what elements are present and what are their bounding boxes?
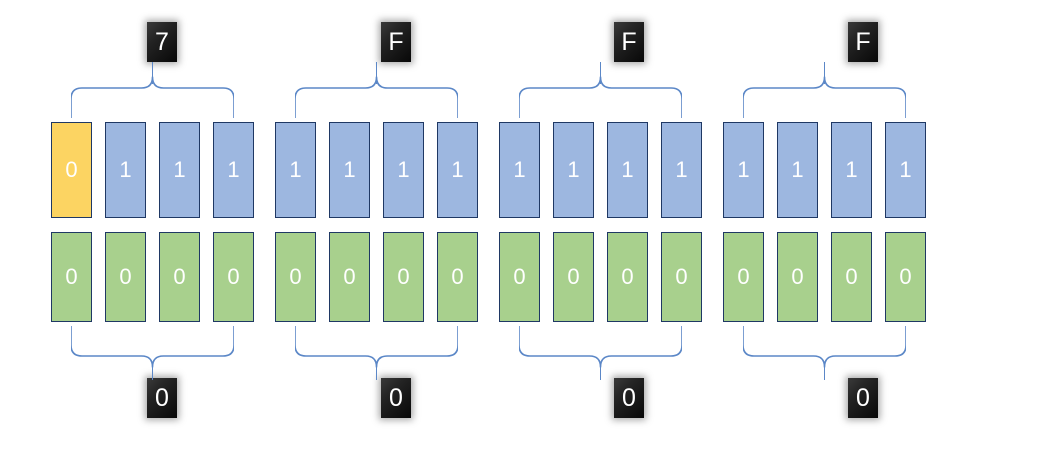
top-group-label-2: F (614, 22, 644, 62)
bottom-row-cell-14[interactable]: 0 (831, 232, 872, 322)
bottom-group-label-text-3: 0 (856, 383, 870, 412)
top-group-label-1: F (381, 22, 411, 62)
top-row-cell-value-3: 1 (227, 157, 240, 182)
bottom-group-label-text-2: 0 (622, 383, 636, 412)
bottom-brace-stem-0 (151, 364, 154, 380)
top-row-cell-value-15: 1 (899, 157, 912, 182)
top-group-label-0: 7 (147, 22, 177, 62)
top-row-cell-value-9: 1 (567, 157, 580, 182)
bottom-row-cell-3[interactable]: 0 (213, 232, 254, 322)
bottom-row-cell-value-5: 0 (343, 264, 356, 289)
top-row-cell-4[interactable]: 1 (275, 122, 316, 218)
bottom-row-cell-8[interactable]: 0 (499, 232, 540, 322)
top-brace-stem-1 (375, 62, 378, 84)
bottom-row-cell-value-7: 0 (451, 264, 464, 289)
bottom-brace-stem-1 (375, 364, 378, 380)
bottom-group-brace-1 (295, 326, 458, 368)
top-brace-stem-2 (599, 62, 602, 84)
bottom-brace-stem-2 (599, 364, 602, 380)
top-row-cell-value-0: 0 (65, 157, 78, 182)
bottom-row-cell-value-14: 0 (845, 264, 858, 289)
top-group-label-text-1: F (388, 27, 404, 56)
bottom-brace-stem-3 (823, 364, 826, 380)
bottom-row-cell-value-10: 0 (621, 264, 634, 289)
bottom-row-cell-9[interactable]: 0 (553, 232, 594, 322)
top-row-cell-8[interactable]: 1 (499, 122, 540, 218)
top-group-label-text-0: 7 (155, 27, 169, 56)
top-row-cell-value-5: 1 (343, 157, 356, 182)
bottom-row-cell-6[interactable]: 0 (383, 232, 424, 322)
bottom-row-cell-value-0: 0 (65, 264, 78, 289)
top-row-cell-value-7: 1 (451, 157, 464, 182)
bottom-row-cell-15[interactable]: 0 (885, 232, 926, 322)
top-brace-stem-3 (823, 62, 826, 84)
bottom-row-cell-0[interactable]: 0 (51, 232, 92, 322)
top-row-cell-value-2: 1 (173, 157, 186, 182)
top-row-cell-13[interactable]: 1 (777, 122, 818, 218)
bottom-row-cell-value-4: 0 (289, 264, 302, 289)
top-row-cell-14[interactable]: 1 (831, 122, 872, 218)
bottom-row-cell-value-6: 0 (397, 264, 410, 289)
top-row-cell-0[interactable]: 0 (51, 122, 92, 218)
top-row-cell-6[interactable]: 1 (383, 122, 424, 218)
bottom-row-cell-value-12: 0 (737, 264, 750, 289)
bottom-group-label-text-1: 0 (389, 383, 403, 412)
bottom-row-cell-value-2: 0 (173, 264, 186, 289)
top-row-cell-2[interactable]: 1 (159, 122, 200, 218)
bottom-group-label-3: 0 (848, 378, 878, 418)
bottom-group-label-2: 0 (614, 378, 644, 418)
bottom-group-brace-3 (743, 326, 906, 368)
top-row-cell-value-14: 1 (845, 157, 858, 182)
bottom-row-cell-4[interactable]: 0 (275, 232, 316, 322)
top-row-cell-value-13: 1 (791, 157, 804, 182)
top-row-cell-15[interactable]: 1 (885, 122, 926, 218)
top-row-cell-value-11: 1 (675, 157, 688, 182)
bottom-group-brace-0 (71, 326, 234, 368)
top-row-cell-11[interactable]: 1 (661, 122, 702, 218)
bottom-group-label-0: 0 (147, 378, 177, 418)
top-row-cell-value-1: 1 (119, 157, 132, 182)
bottom-row-cell-7[interactable]: 0 (437, 232, 478, 322)
top-row-cell-9[interactable]: 1 (553, 122, 594, 218)
top-row-cell-12[interactable]: 1 (723, 122, 764, 218)
top-group-label-text-3: F (855, 27, 871, 56)
top-row-cell-value-6: 1 (397, 157, 410, 182)
top-row-cell-5[interactable]: 1 (329, 122, 370, 218)
top-row-cell-1[interactable]: 1 (105, 122, 146, 218)
bottom-group-label-text-0: 0 (155, 383, 169, 412)
bottom-row-cell-value-13: 0 (791, 264, 804, 289)
bottom-row-cell-value-3: 0 (227, 264, 240, 289)
bottom-row-cell-1[interactable]: 0 (105, 232, 146, 322)
top-row-cell-value-8: 1 (513, 157, 526, 182)
top-row-cell-7[interactable]: 1 (437, 122, 478, 218)
bottom-row-cell-value-8: 0 (513, 264, 526, 289)
bottom-row-cell-value-15: 0 (899, 264, 912, 289)
bottom-row-cell-13[interactable]: 0 (777, 232, 818, 322)
top-group-label-3: F (848, 22, 878, 62)
bottom-row-cell-value-9: 0 (567, 264, 580, 289)
bottom-row-cell-11[interactable]: 0 (661, 232, 702, 322)
bottom-row-cell-10[interactable]: 0 (607, 232, 648, 322)
top-row-cell-value-4: 1 (289, 157, 302, 182)
bottom-row-cell-2[interactable]: 0 (159, 232, 200, 322)
bottom-row-cell-5[interactable]: 0 (329, 232, 370, 322)
top-group-label-text-2: F (621, 27, 637, 56)
bottom-row-cell-12[interactable]: 0 (723, 232, 764, 322)
bottom-row-cell-value-11: 0 (675, 264, 688, 289)
bottom-group-label-1: 0 (381, 378, 411, 418)
top-row-cell-3[interactable]: 1 (213, 122, 254, 218)
bottom-group-brace-2 (519, 326, 682, 368)
top-row-cell-10[interactable]: 1 (607, 122, 648, 218)
bottom-row-cell-value-1: 0 (119, 264, 132, 289)
top-brace-stem-0 (151, 62, 154, 84)
top-row-cell-value-10: 1 (621, 157, 634, 182)
top-row-cell-value-12: 1 (737, 157, 750, 182)
